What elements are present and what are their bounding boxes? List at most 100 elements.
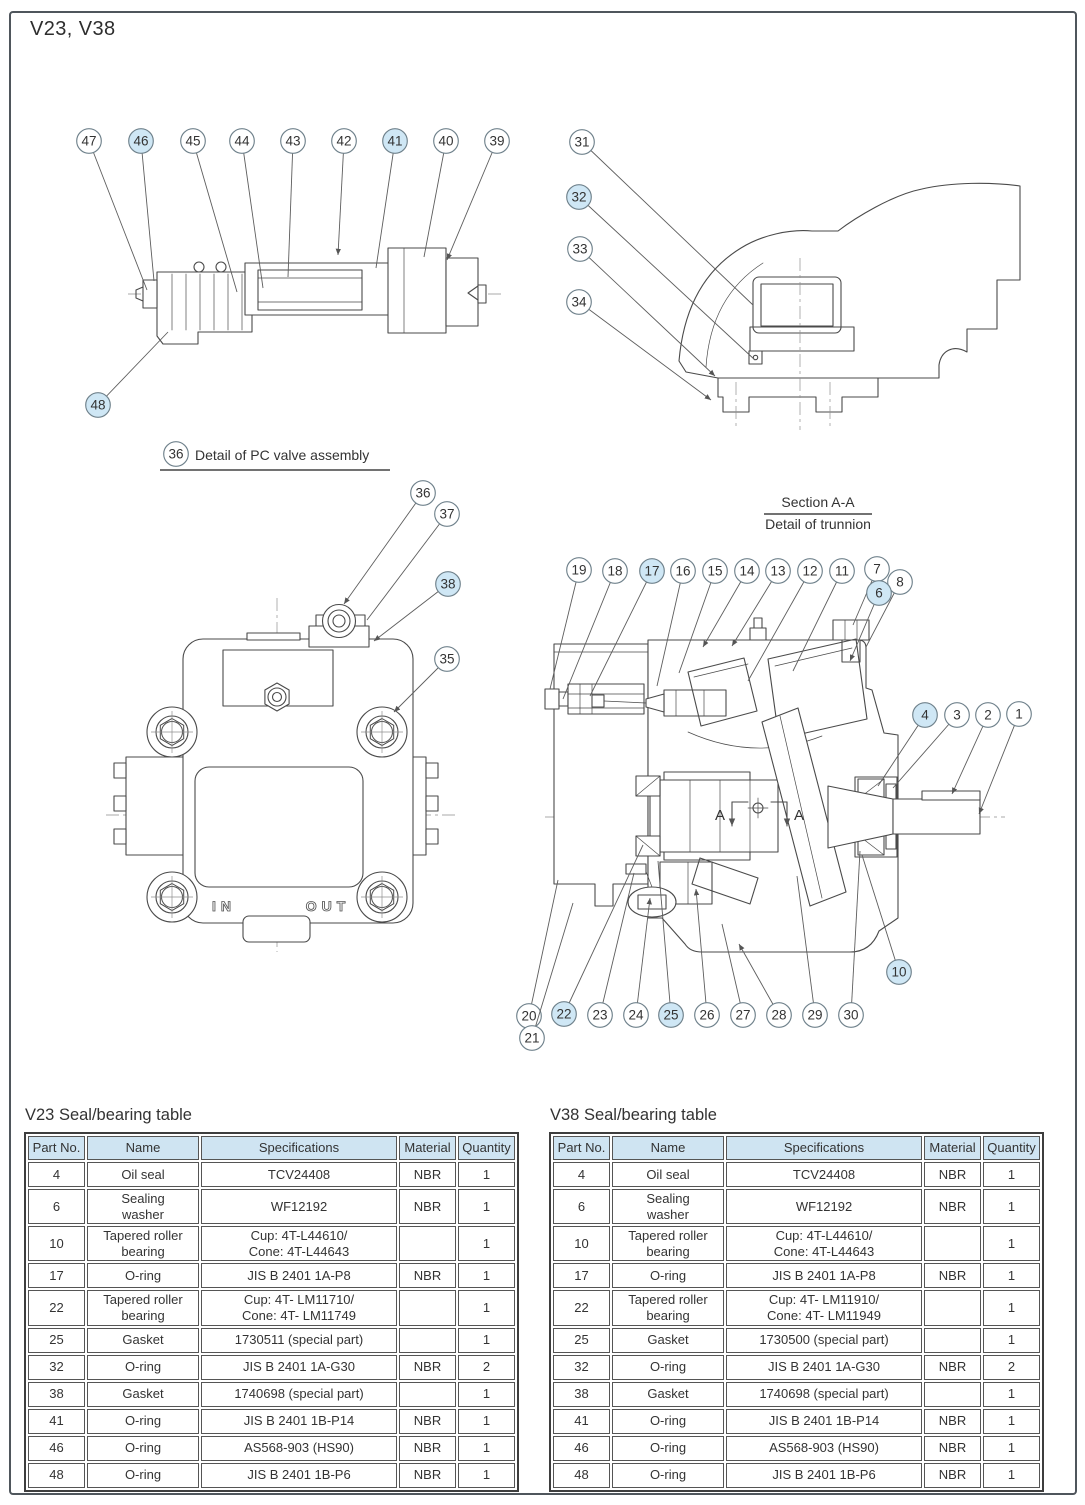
svg-text:28: 28: [771, 1008, 786, 1023]
table-cell: 1: [983, 1435, 1040, 1461]
callout-34: 34: [566, 289, 712, 401]
svg-text:46: 46: [133, 134, 148, 149]
table-cell: 4: [553, 1162, 610, 1187]
table-cell: 1: [458, 1327, 515, 1353]
table-cell: 1: [983, 1162, 1040, 1187]
callout-26: 26: [693, 888, 720, 1028]
table-title: V38 Seal/bearing table: [550, 1106, 717, 1124]
callout-41: 41: [375, 128, 408, 269]
table-cell: Gasket: [612, 1381, 724, 1407]
pc-valve-caption: Detail of PC valve assembly: [160, 447, 390, 471]
svg-text:38: 38: [440, 577, 455, 592]
table-cell: 10: [553, 1226, 610, 1262]
svg-text:47: 47: [81, 134, 96, 149]
svg-text:2: 2: [984, 708, 992, 723]
table-cell: 1: [458, 1162, 515, 1187]
table-cell: 1: [458, 1462, 515, 1488]
callout-43: 43: [280, 128, 306, 278]
table-cell: JIS B 2401 1A-P8: [201, 1263, 397, 1289]
callout-33: 33: [567, 236, 716, 377]
pc-valve-assembly-drawing: [128, 247, 502, 345]
table-cell: 1: [983, 1263, 1040, 1289]
table-cell: 25: [28, 1327, 85, 1353]
table-cell: TCV24408: [201, 1162, 397, 1187]
callout-47: 47: [76, 128, 148, 291]
table-cell: 38: [553, 1381, 610, 1407]
callout-24: 24: [623, 897, 652, 1028]
table-cell: 1: [458, 1226, 515, 1262]
callout-29: 29: [796, 875, 828, 1028]
callout-11: 11: [792, 558, 855, 672]
table-cell: WF12192: [201, 1189, 397, 1225]
callout-27: 27: [721, 923, 756, 1028]
table-cell: NBR: [399, 1408, 456, 1434]
callout-38: 38: [373, 571, 461, 642]
table-cell: 1740698 (special part): [726, 1381, 922, 1407]
left-bearing: [635, 775, 661, 857]
table-cell: Sealing washer: [87, 1189, 199, 1225]
table-cell: 1: [983, 1290, 1040, 1326]
callout-44: 44: [229, 128, 264, 289]
table-cell: 1730511 (special part): [201, 1327, 397, 1353]
callout-20: 20: [516, 879, 559, 1029]
center-hex-plug: [264, 682, 290, 712]
table-cell: Cup: 4T-L44610/ Cone: 4T-L44643: [201, 1226, 397, 1262]
table-cell: 38: [28, 1381, 85, 1407]
column-header: Name: [612, 1136, 724, 1160]
table-cell: 48: [28, 1462, 85, 1488]
table-cell: 22: [553, 1290, 610, 1326]
column-header: Material: [924, 1136, 981, 1160]
svg-text:23: 23: [592, 1008, 607, 1023]
column-header: Material: [399, 1136, 456, 1160]
trunnion-caption-text: Detail of trunnion: [765, 516, 871, 532]
table-cell: O-ring: [87, 1408, 199, 1434]
table-cell: 46: [28, 1435, 85, 1461]
table-cell: Sealing washer: [612, 1189, 724, 1225]
table-cell: NBR: [399, 1189, 456, 1225]
callout-18: 18: [562, 558, 628, 700]
table-cell: 10: [28, 1226, 85, 1262]
table-cell: NBR: [924, 1462, 981, 1488]
column-header: Part No.: [553, 1136, 610, 1160]
svg-text:4: 4: [921, 708, 929, 723]
svg-text:29: 29: [807, 1008, 822, 1023]
table-cell: JIS B 2401 1B-P6: [726, 1462, 922, 1488]
table-cell: JIS B 2401 1A-G30: [726, 1354, 922, 1380]
column-header: Name: [87, 1136, 199, 1160]
table-cell: 32: [553, 1354, 610, 1380]
table-cell: AS568-903 (HS90): [201, 1435, 397, 1461]
table-cell: 4: [28, 1162, 85, 1187]
table-cell: Gasket: [612, 1327, 724, 1353]
table-cell: NBR: [399, 1354, 456, 1380]
svg-text:11: 11: [835, 564, 849, 579]
table-cell: NBR: [924, 1162, 981, 1187]
table-cell: JIS B 2401 1B-P14: [726, 1408, 922, 1434]
callout-8: 8: [865, 569, 913, 648]
table-cell: NBR: [399, 1263, 456, 1289]
page-title: V23, V38: [30, 18, 116, 40]
callout-10: 10: [861, 854, 912, 985]
table-cell: 48: [553, 1462, 610, 1488]
column-header: Quantity: [458, 1136, 515, 1160]
svg-text:41: 41: [387, 134, 402, 149]
svg-text:43: 43: [285, 134, 300, 149]
table-cell: O-ring: [612, 1354, 724, 1380]
